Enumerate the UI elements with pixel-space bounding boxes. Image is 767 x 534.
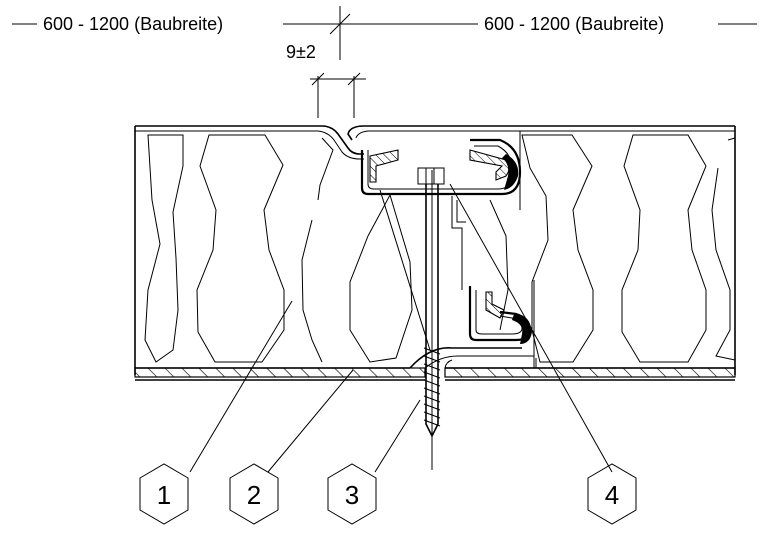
lower-joint-profile: [409, 286, 537, 369]
callout-label-1: 1: [157, 480, 171, 510]
callout-3: 3: [327, 463, 377, 525]
callout-4: 4: [587, 463, 637, 525]
callout-2: 2: [229, 463, 279, 525]
width-dimension: 600 - 1200 (Baubreite) 600 - 1200 (Baubr…: [12, 6, 757, 60]
right-panel: [347, 125, 736, 375]
fastening-screw: [423, 170, 441, 470]
gap-label: 9±2: [286, 42, 316, 62]
width-label-right: 600 - 1200 (Baubreite): [484, 14, 664, 34]
gap-dimension: 9±2: [286, 42, 366, 118]
width-label-left: 600 - 1200 (Baubreite): [43, 14, 223, 34]
leader-lines: [189, 183, 613, 473]
bottom-liner: [134, 367, 736, 381]
callout-1: 1: [139, 463, 189, 525]
callout-label-3: 3: [345, 480, 359, 510]
callout-label-4: 4: [605, 480, 619, 510]
callout-label-2: 2: [247, 480, 261, 510]
upper-joint-profile: [360, 138, 522, 290]
